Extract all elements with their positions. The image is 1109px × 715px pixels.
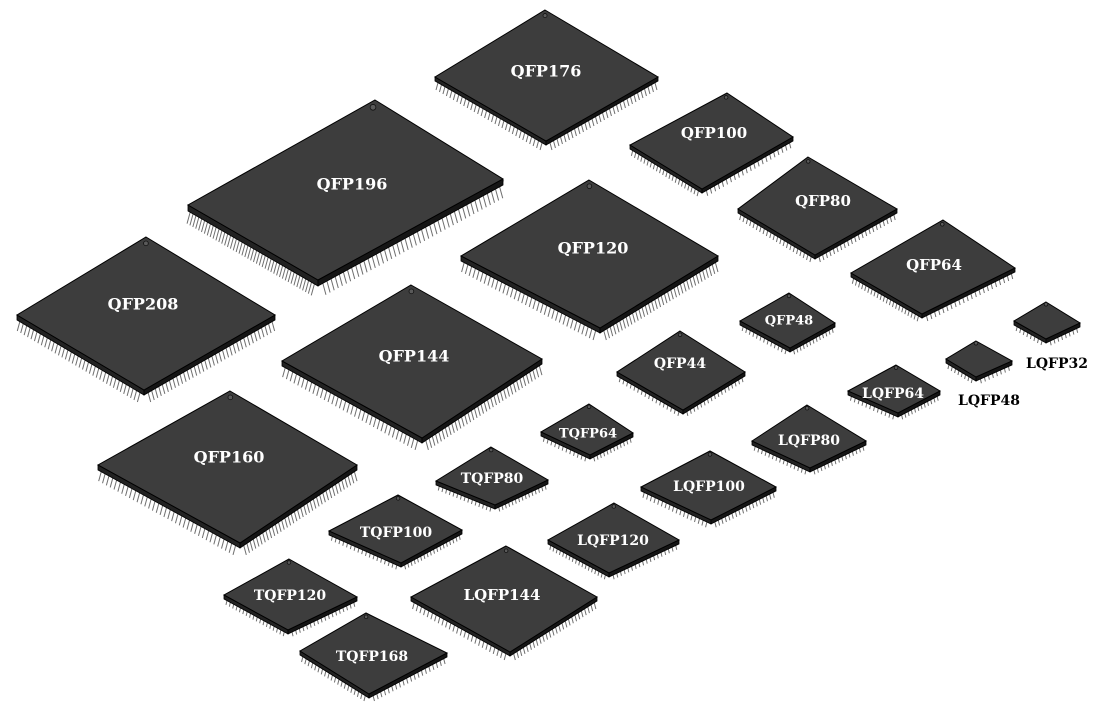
label-qfp100: QFP100 — [681, 124, 747, 142]
pin1-dot-tqfp120 — [286, 560, 292, 565]
pin1-dot-lqfp48 — [973, 341, 979, 346]
chip-lqfp120: LQFP120 — [546, 502, 681, 580]
top-face-tqfp120 — [222, 558, 359, 631]
pin1-dot-qfp176 — [542, 13, 548, 19]
top-face-qfp144 — [280, 284, 543, 439]
label-lqfp100: LQFP100 — [673, 479, 745, 495]
pin1-dot-qfp208 — [143, 240, 149, 247]
pin1-dot-qfp196 — [369, 104, 377, 111]
label-lqfp64: LQFP64 — [862, 386, 924, 402]
chip-qfp160: QFP160 — [96, 390, 358, 556]
pin1-dot-qfp64 — [940, 222, 945, 227]
pin1-dot-qfp120 — [586, 183, 593, 189]
label-lqfp80: LQFP80 — [778, 433, 840, 449]
chip-lqfp100: LQFP100 — [639, 450, 778, 528]
top-face-lqfp144 — [409, 545, 598, 653]
chip-tqfp100: TQFP100 — [327, 494, 464, 570]
chip-tqfp120: TQFP120 — [222, 558, 359, 637]
pin1-dot-lqfp120 — [611, 504, 617, 509]
pin1-dot-qfp100 — [723, 95, 729, 100]
chip-lqfp48 — [945, 340, 1014, 384]
label-tqfp100: TQFP100 — [360, 525, 433, 541]
chip-tqfp64: TQFP64 — [539, 403, 634, 462]
pin1-dot-tqfp168 — [363, 614, 369, 620]
chip-tqfp168: TQFP168 — [299, 612, 449, 702]
pin1-dot-tqfp80 — [488, 447, 494, 453]
top-face-tqfp64 — [539, 403, 634, 456]
chip-qfp208: QFP208 — [16, 236, 276, 403]
top-face-lqfp64 — [846, 364, 942, 414]
label-tqfp120: TQFP120 — [254, 588, 327, 604]
chip-lqfp144: LQFP144 — [409, 545, 598, 661]
label-qfp80: QFP80 — [795, 192, 851, 210]
label-tqfp64: TQFP64 — [559, 427, 617, 442]
top-face-lqfp100 — [639, 450, 778, 521]
top-face-qfp196 — [186, 99, 504, 281]
label-qfp44: QFP44 — [654, 356, 706, 372]
pin1-dot-qfp80 — [806, 159, 811, 164]
chip-qfp48: QFP48 — [738, 292, 836, 355]
label-qfp144: QFP144 — [379, 347, 450, 366]
label-lqfp48: LQFP48 — [958, 393, 1020, 409]
pin1-dot-lqfp64 — [893, 365, 899, 370]
top-face-lqfp120 — [546, 502, 681, 574]
top-face-qfp100 — [628, 92, 794, 190]
pin1-dot-lqfp100 — [707, 452, 713, 457]
chip-qfp80: QFP80 — [737, 156, 899, 263]
label-qfp196: QFP196 — [317, 175, 388, 194]
top-face-lqfp48 — [945, 340, 1014, 378]
label-lqfp120: LQFP120 — [577, 533, 649, 549]
top-face-qfp176 — [434, 9, 659, 142]
label-qfp176: QFP176 — [511, 62, 582, 81]
chip-tqfp80: TQFP80 — [434, 446, 550, 512]
top-face-qfp48 — [738, 292, 836, 349]
chip-qfp100: QFP100 — [628, 92, 794, 197]
label-qfp208: QFP208 — [108, 295, 179, 314]
top-face-qfp120 — [459, 179, 719, 329]
label-qfp48: QFP48 — [765, 314, 813, 329]
top-face-qfp208 — [16, 236, 276, 391]
top-face-qfp44 — [616, 330, 746, 411]
pin1-dot-lqfp144 — [503, 548, 509, 553]
pin1-dot-tqfp64 — [586, 404, 592, 409]
top-face-qfp160 — [96, 390, 358, 544]
pin1-dot-qfp48 — [786, 293, 792, 299]
pin1-dot-qfp144 — [408, 288, 415, 295]
top-face-qfp80 — [737, 156, 899, 256]
label-tqfp80: TQFP80 — [461, 471, 524, 487]
top-face-tqfp168 — [299, 612, 449, 695]
chip-qfp144: QFP144 — [280, 284, 543, 451]
chip-lqfp32 — [1013, 301, 1082, 346]
top-face-tqfp80 — [434, 446, 550, 506]
chip-lqfp80: LQFP80 — [750, 404, 868, 475]
top-face-lqfp80 — [750, 404, 868, 469]
pin1-dot-lqfp32 — [1043, 302, 1049, 307]
pin1-dot-tqfp100 — [395, 496, 401, 501]
pin1-dot-qfp44 — [677, 332, 683, 337]
chip-qfp120: QFP120 — [459, 179, 719, 341]
top-face-qfp64 — [849, 219, 1016, 315]
chip-lqfp64: LQFP64 — [846, 364, 942, 420]
label-lqfp32: LQFP32 — [1026, 356, 1088, 372]
pin1-dot-qfp160 — [227, 394, 234, 401]
top-face-tqfp100 — [327, 494, 464, 564]
label-qfp120: QFP120 — [558, 239, 629, 258]
chip-qfp44: QFP44 — [616, 330, 746, 417]
top-face-lqfp32 — [1013, 301, 1082, 340]
chip-qfp64: QFP64 — [849, 219, 1016, 322]
chip-qfp196: QFP196 — [186, 99, 505, 296]
pin1-dot-lqfp80 — [804, 406, 810, 411]
label-qfp160: QFP160 — [194, 448, 265, 467]
chip-qfp176: QFP176 — [434, 9, 659, 151]
label-tqfp168: TQFP168 — [336, 649, 408, 665]
label-lqfp144: LQFP144 — [464, 586, 541, 604]
label-qfp64: QFP64 — [906, 256, 962, 274]
